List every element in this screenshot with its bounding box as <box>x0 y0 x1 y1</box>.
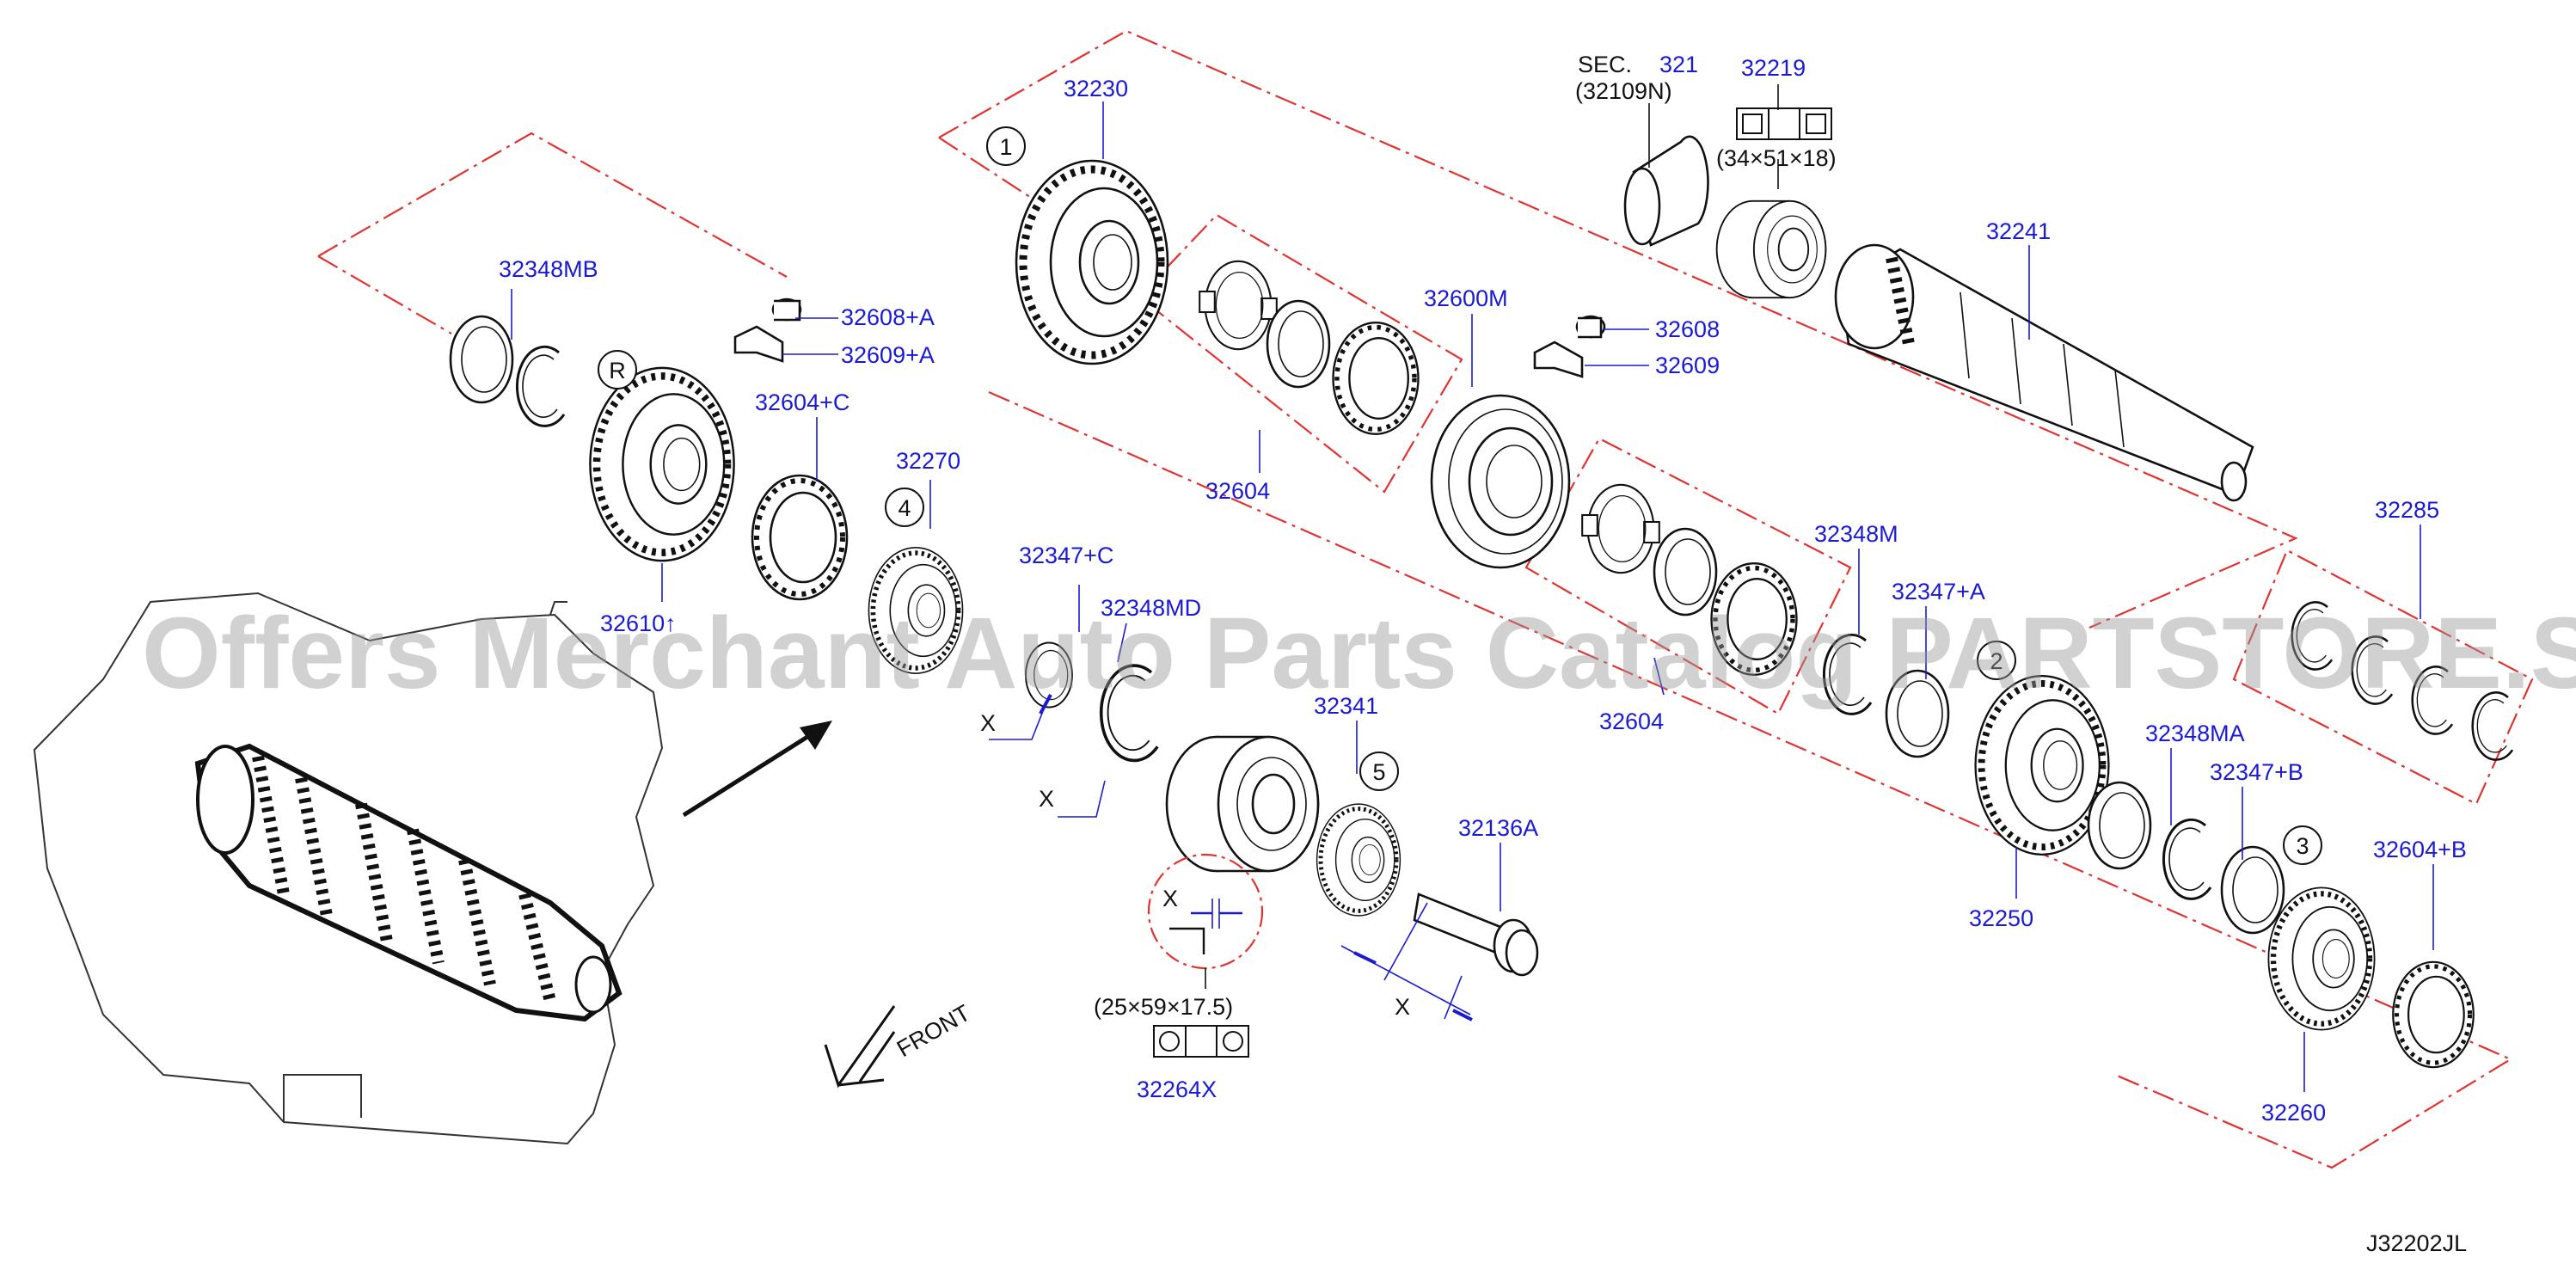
part-label-32264X[interactable]: 32264X <box>1137 1077 1217 1102</box>
bearing-dims-upper: (34×51×18) <box>1716 145 1837 171</box>
part-32604B-shape <box>2393 962 2474 1067</box>
section-ref-number[interactable]: 321 <box>1659 52 1698 77</box>
part-32136A-bolt <box>1413 893 1539 977</box>
section-ref-prefix: SEC. <box>1578 52 1632 77</box>
part-label-32347B[interactable]: 32347+B <box>2210 759 2303 785</box>
part-32260-gear <box>2268 887 2374 1029</box>
part-label-32609[interactable]: 32609 <box>1655 353 1720 378</box>
part-label-32610[interactable]: 32610↑ <box>600 610 677 636</box>
outline-synchro-lower <box>1524 437 1852 715</box>
part-32608-shape <box>1575 315 1606 339</box>
part-32347B-shape <box>2220 845 2285 935</box>
part-label-32347A[interactable]: 32347+A <box>1892 579 1985 604</box>
part-label-32608A[interactable]: 32608+A <box>841 304 935 330</box>
detail-circle <box>1147 853 1264 989</box>
dimension-x-2: X <box>1039 786 1054 812</box>
leader-lines <box>511 84 2434 1092</box>
part-label-32270[interactable]: 32270 <box>896 448 960 474</box>
section-ref-part: (32109N) <box>1575 78 1672 104</box>
part-32609-shape <box>1533 340 1584 378</box>
part-label-32604B[interactable]: 32604+B <box>2373 837 2467 862</box>
dimension-lines <box>989 694 1473 1021</box>
part-32219-bearing <box>1715 199 1827 299</box>
part-label-32348M[interactable]: 32348M <box>1814 521 1898 547</box>
callout-5: 5 <box>1359 751 1399 791</box>
part-label-32348MB[interactable]: 32348MB <box>499 256 598 282</box>
part-label-32348MD[interactable]: 32348MD <box>1101 595 1201 621</box>
part-label-32136A[interactable]: 32136A <box>1458 815 1538 841</box>
svg-text:R: R <box>609 358 626 383</box>
part-32348MA-shape <box>2087 781 2152 870</box>
svg-text:4: 4 <box>898 495 911 521</box>
part-label-32604-mid[interactable]: 32604 <box>1599 709 1664 734</box>
svg-text:1: 1 <box>999 134 1012 160</box>
dimension-x-1: X <box>980 710 996 736</box>
part-label-32241[interactable]: 32241 <box>1986 218 2051 244</box>
part-32241-shaft <box>1834 243 2254 502</box>
callout-r: R <box>598 350 637 390</box>
svg-text:3: 3 <box>2296 833 2309 859</box>
svg-text:5: 5 <box>1372 759 1385 785</box>
part-label-32347C[interactable]: 32347+C <box>1019 543 1113 568</box>
part-label-32285[interactable]: 32285 <box>2375 497 2439 523</box>
part-label-32341[interactable]: 32341 <box>1314 693 1378 719</box>
part-32600M-sleeve <box>1430 394 1571 569</box>
view-arrow <box>682 721 832 818</box>
part-label-32230[interactable]: 32230 <box>1064 76 1128 101</box>
part-32604-synchro-top <box>1199 260 1418 434</box>
watermark-text: Offers Merchant Auto Parts Catalog PARTS… <box>142 597 2576 710</box>
part-label-32604C[interactable]: 32604+C <box>755 390 849 415</box>
part-32230-gear <box>1016 161 1168 364</box>
callout-3: 3 <box>2283 825 2322 865</box>
part-label-32608[interactable]: 32608 <box>1655 316 1720 342</box>
part-label-32219[interactable]: 32219 <box>1741 55 1806 81</box>
part-32341-gear <box>1317 804 1401 916</box>
transmission-case-illustration <box>33 592 664 1145</box>
svg-text:2: 2 <box>1990 648 2003 674</box>
diagram-code: J32202JL <box>2366 1230 2467 1256</box>
outline-synchro-upper <box>1138 213 1463 494</box>
outline-rings-right <box>2232 549 2534 806</box>
bearing-dims-lower: (25×59×17.5) <box>1094 994 1233 1020</box>
part-32347B-ring <box>2162 818 2212 900</box>
dimension-x-3: X <box>1162 886 1178 911</box>
part-32109N-seal <box>1623 135 1709 247</box>
part-32609A-shape <box>733 325 784 363</box>
part-labels: 32230 32219 32241 32348MB 32608+A 32609+… <box>499 55 2467 1126</box>
part-label-32260[interactable]: 32260 <box>2261 1100 2326 1126</box>
bearing-symbol-upper <box>1736 107 1832 140</box>
part-label-32604-top[interactable]: 32604 <box>1205 478 1270 504</box>
part-32608A-shape <box>771 298 802 322</box>
front-label: FRONT <box>892 1000 975 1062</box>
part-32604C-shape <box>752 475 847 599</box>
part-32610-gear <box>590 368 733 561</box>
callout-1: 1 <box>986 126 1026 166</box>
part-clip-left-shape <box>515 345 566 427</box>
front-arrow: FRONT <box>824 1000 975 1089</box>
part-label-32600M[interactable]: 32600M <box>1424 285 1508 311</box>
part-32264X-bearing <box>1165 735 1320 873</box>
bearing-symbol-lower <box>1153 1025 1249 1058</box>
outline-left-group <box>317 132 788 334</box>
callout-4: 4 <box>885 488 924 527</box>
callout-2: 2 <box>1977 641 2016 680</box>
part-label-32609A[interactable]: 32609+A <box>841 342 935 368</box>
part-32348MB-shape <box>449 315 514 404</box>
part-label-32250[interactable]: 32250 <box>1969 905 2033 931</box>
dimension-x-4: X <box>1395 994 1410 1020</box>
part-label-32348MA[interactable]: 32348MA <box>2145 721 2245 746</box>
